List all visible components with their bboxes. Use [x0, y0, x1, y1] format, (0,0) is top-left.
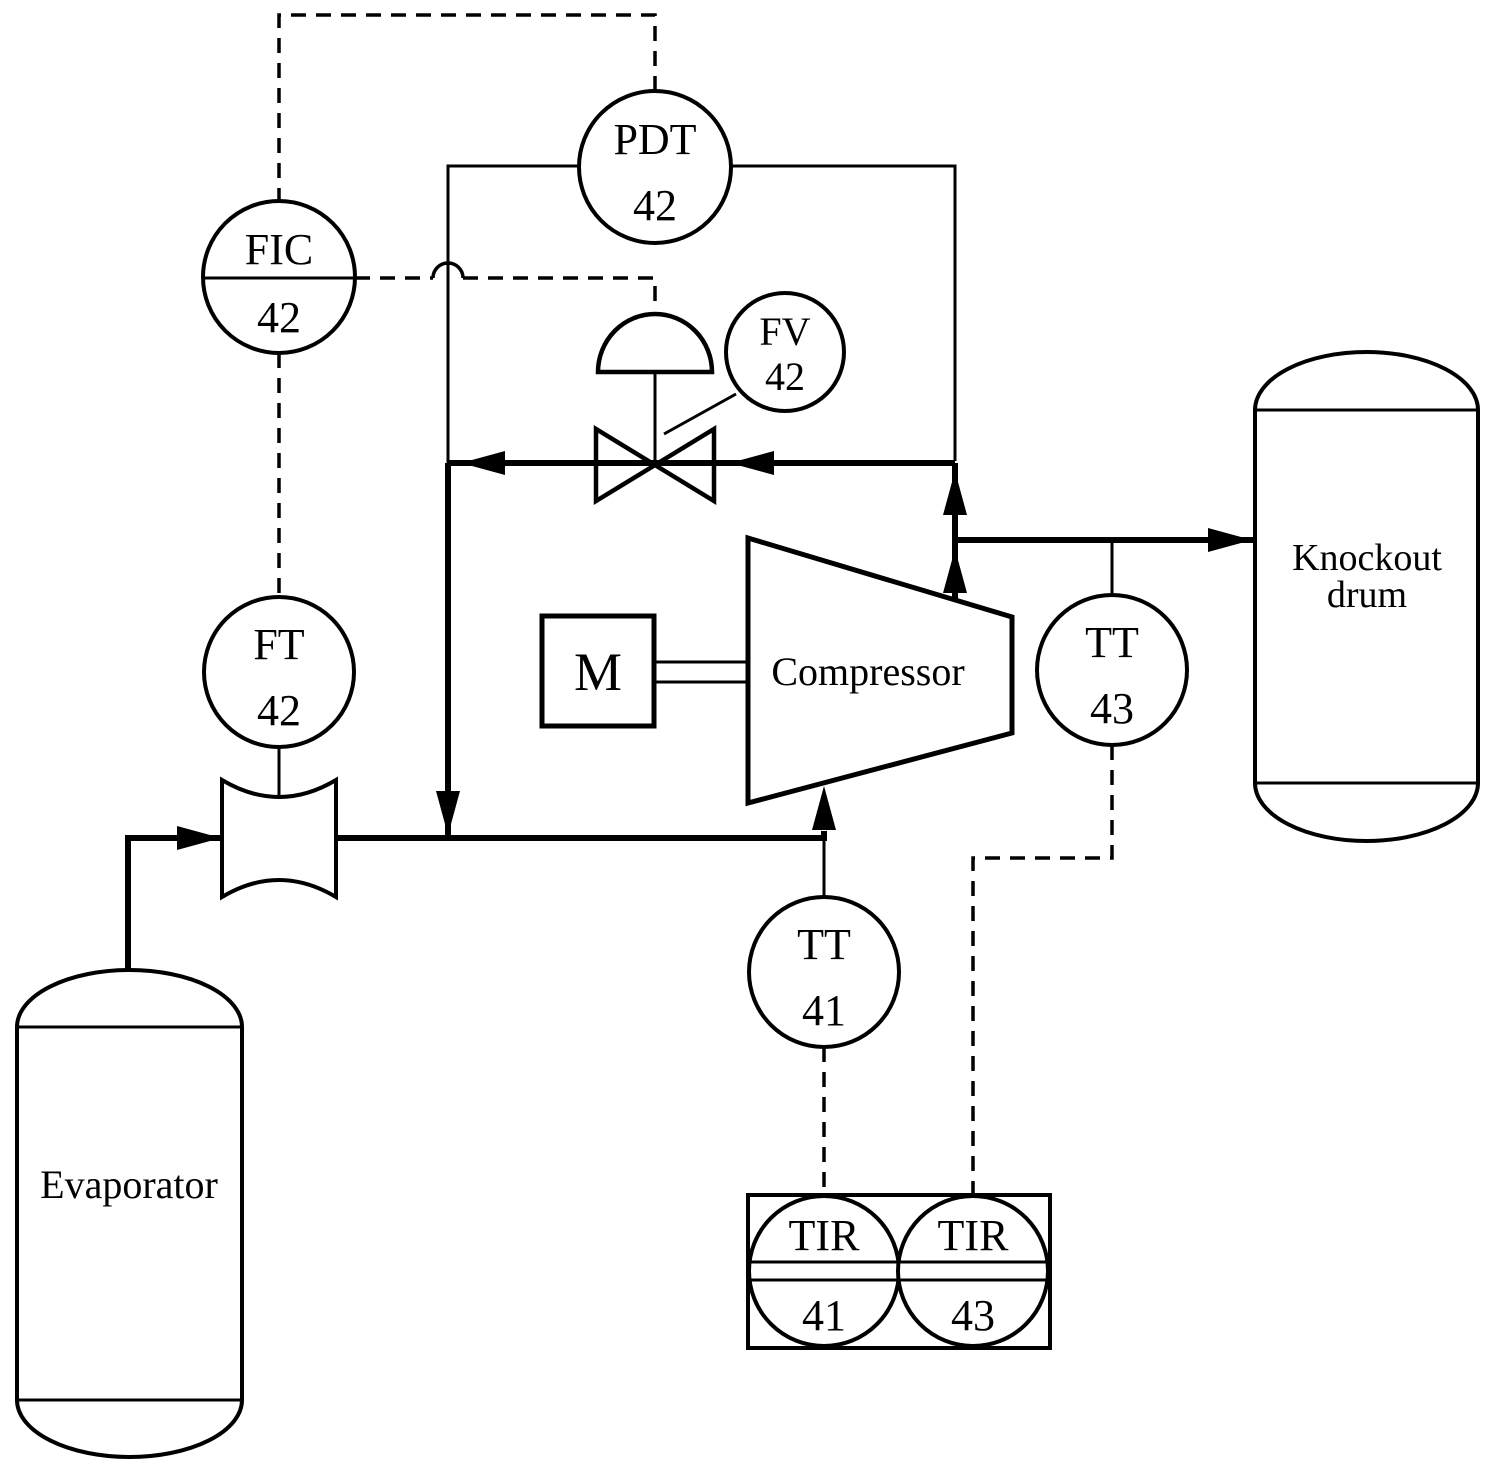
- flow-arrow-into-flow-element: [177, 826, 221, 850]
- evaporator-shell: [15, 968, 244, 1459]
- tir41-number: 41: [802, 1291, 846, 1340]
- pdt42-number: 42: [633, 181, 677, 230]
- instrument-fic42: FIC 42: [201, 199, 357, 355]
- pipe-suction-to-compressor: [336, 831, 827, 841]
- compressor-unit: Compressor M: [539, 534, 1015, 807]
- fic42-tag: FIC: [245, 225, 313, 274]
- evaporator-vessel: Evaporator: [15, 968, 244, 1459]
- instrument-pdt42: PDT 42: [577, 89, 733, 245]
- ft42-tag: FT: [253, 620, 304, 669]
- motor-box: [539, 613, 657, 729]
- instrument-tt43: TT 43: [1035, 593, 1189, 747]
- instrument-ft42: FT 42: [202, 595, 356, 749]
- ft42-number: 42: [257, 686, 301, 735]
- instrument-tt41: TT 41: [747, 895, 901, 1049]
- signal-line-fic42-to-fv42-right: [463, 276, 657, 311]
- tir41-tag: TIR: [789, 1211, 861, 1260]
- instrument-fv42: FV 42: [724, 291, 846, 413]
- tt43-bubble: [1035, 593, 1189, 747]
- impulse-line-pdt42-left-tap: [446, 164, 579, 463]
- valve-diaphragm-actuator: [595, 311, 715, 375]
- ft42-bubble: [202, 595, 356, 749]
- tt43-number: 43: [1090, 684, 1134, 733]
- evaporator-label: Evaporator: [40, 1162, 218, 1207]
- signal-line-pdt42-to-fic42: [277, 13, 657, 201]
- pipe-evaporator-to-flow-element: [125, 835, 222, 972]
- flow-element-venturi: [220, 776, 338, 901]
- fv42-bubble: [724, 291, 846, 413]
- compressor-body: [745, 534, 1015, 807]
- control-valve-fv42: [448, 311, 955, 506]
- flow-arrow-recycle-right-of-valve: [730, 451, 774, 475]
- flow-arrow-riser-to-discharge: [943, 549, 967, 593]
- fv42-tag: FV: [759, 309, 810, 354]
- tir43-number: 43: [951, 1291, 995, 1340]
- knockout-drum-label-line2: drum: [1327, 574, 1407, 616]
- compressor-label: Compressor: [771, 649, 964, 694]
- tir43-tag: TIR: [938, 1211, 1010, 1260]
- signal-line-tt43-to-tir43: [971, 745, 1114, 1193]
- pdt42-bubble: [577, 89, 733, 245]
- pdt42-tag: PDT: [613, 115, 696, 164]
- motor-label: M: [574, 642, 622, 702]
- knockout-drum-label-line1: Knockout: [1292, 537, 1442, 579]
- knockout-drum-vessel: Knockout drum: [1253, 350, 1480, 843]
- fic42-number: 42: [257, 293, 301, 342]
- tir-recorder-panel: TIR 41 TIR 43: [746, 1193, 1052, 1350]
- tt41-bubble: [747, 895, 901, 1049]
- flow-arrow-riser-to-recycle: [943, 471, 967, 515]
- flow-arrow-recycle-down: [436, 791, 460, 835]
- tt43-tag: TT: [1085, 618, 1139, 667]
- flow-arrow-recycle-left-of-valve: [461, 451, 505, 475]
- tir43-bubble: [896, 1194, 1050, 1348]
- tt41-number: 41: [802, 986, 846, 1035]
- tt41-tag: TT: [797, 920, 851, 969]
- flow-arrow-into-knockout-drum: [1208, 528, 1252, 552]
- fv42-leader-line: [663, 392, 737, 436]
- impulse-line-pdt42-right-tap: [731, 164, 957, 461]
- fv42-number: 42: [765, 354, 805, 399]
- flow-arrow-into-compressor: [812, 786, 836, 830]
